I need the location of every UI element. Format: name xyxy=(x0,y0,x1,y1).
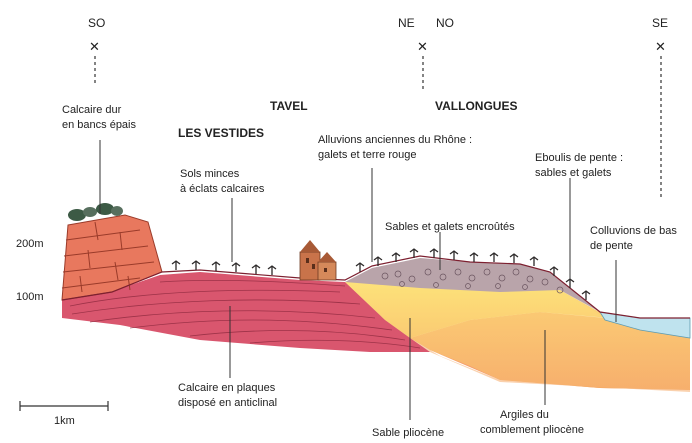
cross-icon: ✕ xyxy=(89,39,100,54)
scale-bar: 1km xyxy=(20,401,108,427)
altitude-100m: 100m xyxy=(16,291,44,303)
label-sols-minces-1: Sols minces xyxy=(180,168,240,180)
place-les-vestides: LES VESTIDES xyxy=(178,126,264,140)
direction-se-label: SE xyxy=(652,16,668,30)
direction-no-label: NO xyxy=(436,16,454,30)
label-calcaire-dur-2: en bancs épais xyxy=(62,119,136,131)
direction-marker-ne-no: NE NO ✕ xyxy=(398,16,454,92)
cross-icon: ✕ xyxy=(417,39,428,54)
direction-ne-label: NE xyxy=(398,16,415,30)
direction-so-label: SO xyxy=(88,16,105,30)
altitude-axis: 200m 100m xyxy=(16,238,44,303)
direction-marker-so: SO ✕ xyxy=(88,16,105,84)
place-vallongues: VALLONGUES xyxy=(435,99,517,113)
village-icon xyxy=(300,240,336,280)
cross-icon: ✕ xyxy=(655,39,666,54)
label-colluvions-2: de pente xyxy=(590,240,633,252)
place-tavel: TAVEL xyxy=(270,99,308,113)
label-alluvions-2: galets et terre rouge xyxy=(318,149,416,161)
label-alluvions-1: Alluvions anciennes du Rhône : xyxy=(318,134,472,146)
label-eboulis-1: Eboulis de pente : xyxy=(535,152,623,164)
label-calcaire-dur-1: Calcaire dur xyxy=(62,104,122,116)
label-argiles-2: comblement pliocène xyxy=(480,424,584,436)
direction-marker-se: SE ✕ xyxy=(652,16,668,200)
label-calcaire-plaques-1: Calcaire en plaques xyxy=(178,382,276,394)
label-sable-pliocene: Sable pliocène xyxy=(372,427,444,439)
label-argiles-1: Argiles du xyxy=(500,409,549,421)
altitude-200m: 200m xyxy=(16,238,44,250)
label-sables-galets: Sables et galets encroûtés xyxy=(385,221,515,233)
scale-bar-label: 1km xyxy=(54,415,75,427)
label-eboulis-2: sables et galets xyxy=(535,167,612,179)
label-colluvions-1: Colluvions de bas xyxy=(590,225,677,237)
label-calcaire-plaques-2: disposé en anticlinal xyxy=(178,397,277,409)
label-sols-minces-2: à éclats calcaires xyxy=(180,183,265,195)
